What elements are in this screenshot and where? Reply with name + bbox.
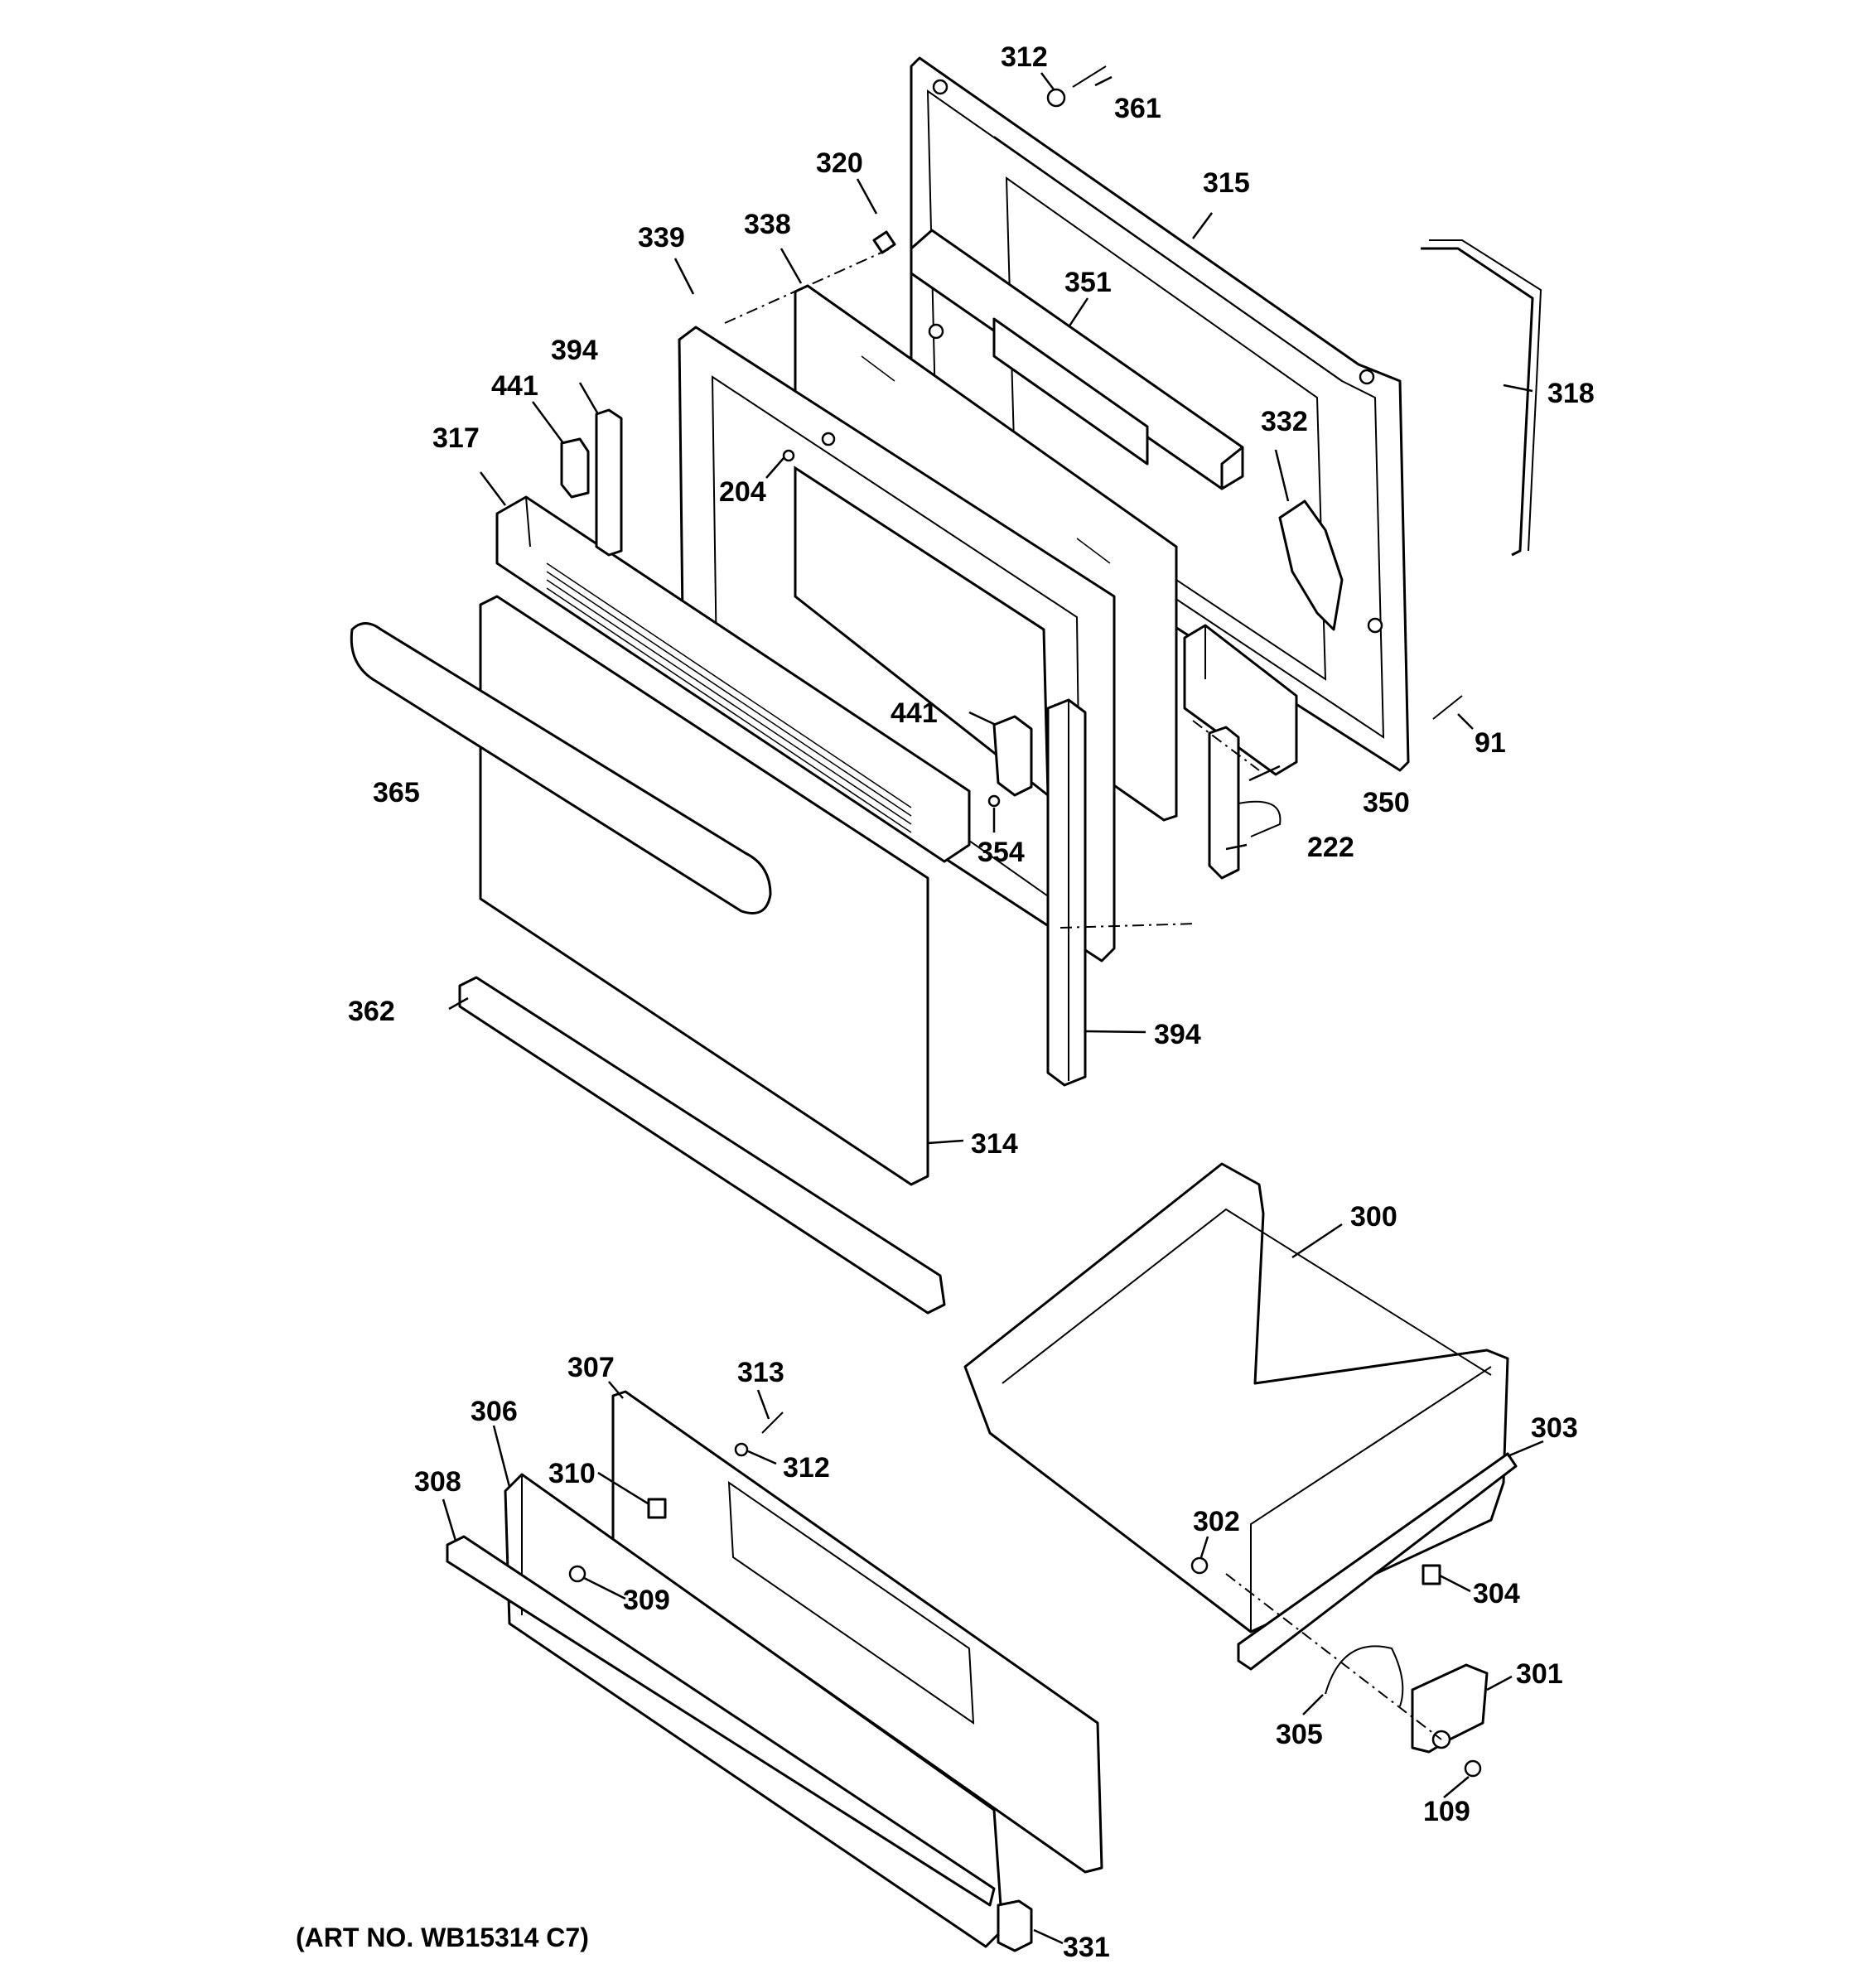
screw-91	[1432, 695, 1463, 720]
callout-441-right: 441	[891, 697, 938, 729]
fasteners	[568, 65, 1463, 1583]
leader-lines	[442, 72, 1544, 1945]
washer-312-top	[1046, 88, 1066, 108]
inner-door-frame-339	[678, 326, 1116, 963]
screw-361	[1072, 65, 1107, 88]
callout-312-top: 312	[1001, 41, 1048, 73]
callout-339: 339	[638, 222, 685, 253]
drawer-trim-308	[446, 1535, 996, 1907]
screw-354	[987, 794, 1001, 808]
callout-314: 314	[971, 1128, 1018, 1160]
callout-313: 313	[737, 1357, 784, 1388]
callout-331: 331	[1063, 1932, 1110, 1963]
callout-441-left: 441	[491, 370, 538, 402]
callout-351: 351	[1064, 267, 1112, 298]
glide-304	[1422, 1564, 1441, 1585]
callout-315: 315	[1203, 167, 1250, 199]
screw-313	[761, 1411, 784, 1434]
callout-304: 304	[1473, 1578, 1520, 1609]
clip-320	[872, 230, 896, 254]
insulation-350	[1183, 624, 1298, 776]
callout-354: 354	[977, 837, 1025, 868]
side-channel-394-right	[1046, 698, 1087, 1087]
vent-slots	[546, 562, 912, 833]
callout-302: 302	[1193, 1506, 1240, 1537]
callout-332: 332	[1261, 406, 1308, 437]
callout-318: 318	[1547, 378, 1595, 409]
callout-91: 91	[1475, 727, 1506, 759]
callout-350: 350	[1363, 787, 1410, 818]
callout-labels: 312 361 320 315 339 338 351 318 394 441 …	[348, 41, 1595, 1963]
hinge-222	[1208, 726, 1282, 880]
side-channel-394-left	[595, 408, 623, 557]
callout-204: 204	[719, 476, 766, 508]
spring-clip-305	[1325, 1645, 1404, 1707]
hinge-bracket-441-left	[560, 437, 590, 499]
callout-222: 222	[1307, 832, 1354, 863]
callout-306: 306	[471, 1396, 518, 1427]
callout-365: 365	[373, 777, 420, 808]
callout-312-bottom: 312	[783, 1452, 830, 1484]
bracket-301	[1411, 1663, 1489, 1754]
callout-109: 109	[1423, 1796, 1470, 1827]
screw-309	[568, 1565, 586, 1583]
gasket-318	[1421, 239, 1542, 557]
callout-300: 300	[1350, 1201, 1397, 1233]
drawer-rail-303	[1237, 1452, 1518, 1671]
callout-362: 362	[348, 996, 395, 1027]
screw-302	[1190, 1556, 1209, 1575]
callout-305: 305	[1276, 1719, 1323, 1750]
callout-301: 301	[1516, 1658, 1563, 1690]
callout-317: 317	[432, 422, 480, 454]
assembly-lines	[724, 248, 1442, 1740]
callout-394-bottom: 394	[1154, 1019, 1201, 1050]
callout-320: 320	[816, 147, 863, 179]
door-panel-314	[479, 595, 929, 1186]
bracket-331	[997, 1899, 1033, 1952]
washer-312-bottom	[734, 1442, 749, 1457]
nut-109	[1464, 1759, 1482, 1778]
bracket-332	[1278, 499, 1344, 631]
callout-303: 303	[1531, 1412, 1578, 1444]
hinge-bracket-441-right	[992, 715, 1033, 797]
screw-204	[782, 449, 795, 462]
callout-338: 338	[744, 209, 791, 240]
callout-308: 308	[414, 1466, 461, 1498]
vent-trim-317	[495, 495, 971, 863]
callout-307: 307	[567, 1352, 615, 1383]
callout-310: 310	[548, 1458, 596, 1489]
art-number-caption: (ART NO. WB15314 C7)	[296, 1923, 589, 1952]
callout-394-top: 394	[551, 335, 598, 366]
handle-365	[350, 622, 772, 914]
callout-309: 309	[623, 1585, 670, 1616]
insulation-351	[910, 229, 1244, 490]
bumper-310	[647, 1498, 667, 1519]
bottom-trim-362	[458, 976, 946, 1315]
drawer-body-300	[963, 1162, 1509, 1633]
callout-361: 361	[1114, 93, 1161, 124]
